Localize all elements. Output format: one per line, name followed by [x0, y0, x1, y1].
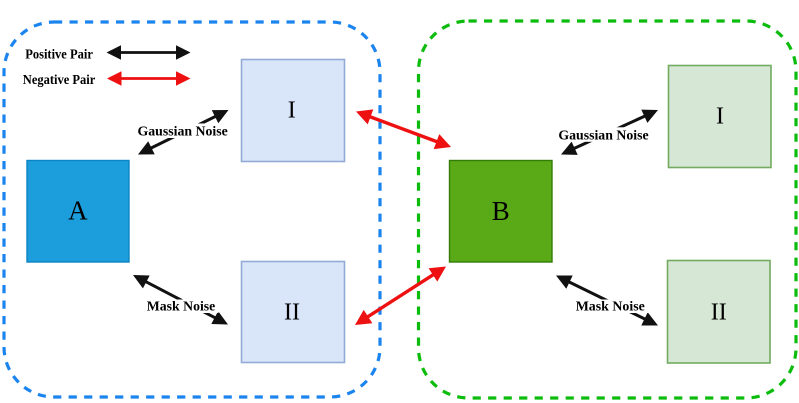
svg-text:Gaussian Noise: Gaussian Noise: [558, 128, 648, 143]
svg-text:I: I: [288, 97, 296, 123]
svg-text:II: II: [284, 300, 300, 326]
svg-text:Positive Pair: Positive Pair: [25, 47, 93, 62]
svg-text:Mask Noise: Mask Noise: [147, 300, 216, 315]
svg-text:II: II: [711, 300, 727, 326]
svg-text:A: A: [68, 196, 88, 226]
svg-text:Negative Pair: Negative Pair: [23, 73, 96, 88]
svg-text:B: B: [492, 196, 510, 226]
svg-text:Mask Noise: Mask Noise: [576, 300, 645, 315]
svg-text:Gaussian Noise: Gaussian Noise: [138, 125, 228, 140]
svg-text:I: I: [716, 104, 724, 130]
